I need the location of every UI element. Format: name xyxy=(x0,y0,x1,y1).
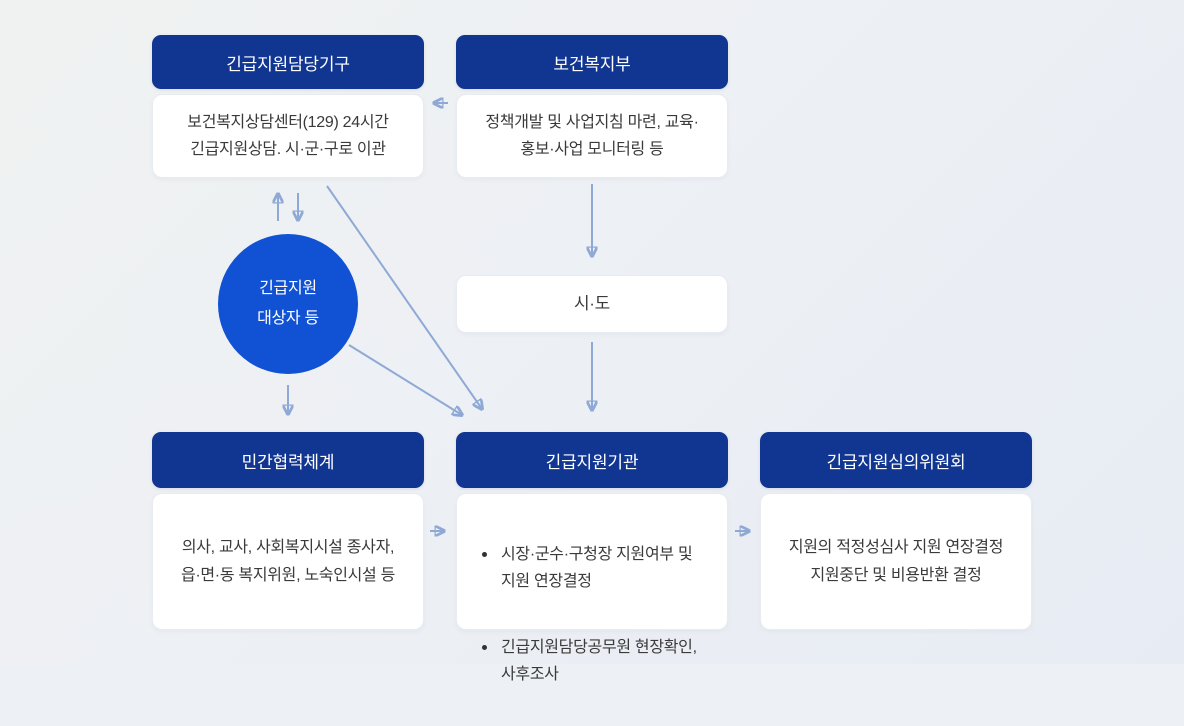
ministry-header: 보건복지부 xyxy=(456,35,728,89)
bullet-item: 긴급지원담당공무원 현장확인, 사후조사 xyxy=(475,634,713,688)
support-target-circle: 긴급지원 대상자 등 xyxy=(218,234,358,374)
support-organization-header: 긴급지원기관 xyxy=(456,432,728,488)
bullet-item: 시장·군수·구청장 지원여부 및 지원 연장결정 xyxy=(475,541,713,595)
support-organization-description-box: 시장·군수·구청장 지원여부 및 지원 연장결정 긴급지원담당공무원 현장확인,… xyxy=(456,493,728,683)
ministry-description-box: 정책개발 및 사업지침 마련, 교육· 홍보·사업 모니터링 등 xyxy=(456,94,728,178)
arrow-circle-to-org-diagonal-icon xyxy=(348,344,462,415)
support-organization-bullet-list: 시장·군수·구청장 지원여부 및 지원 연장결정 긴급지원담당공무원 현장확인,… xyxy=(475,514,713,726)
private-cooperation-header: 민간협력체계 xyxy=(152,432,424,488)
review-committee-description-box: 지원의 적정성심사 지원 연장결정 지원중단 및 비용반환 결정 xyxy=(760,493,1032,630)
review-committee-header: 긴급지원심의위원회 xyxy=(760,432,1032,488)
agency-description-box: 보건복지상담센터(129) 24시간 긴급지원상담. 시·군·구로 이관 xyxy=(152,94,424,178)
emergency-support-flow-diagram: 긴급지원담당기구 보건복지상담센터(129) 24시간 긴급지원상담. 시·군·… xyxy=(0,0,1184,683)
sido-box: 시·도 xyxy=(456,275,728,333)
private-cooperation-description-box: 의사, 교사, 사회복지시설 종사자, 읍·면·동 복지위원, 노숙인시설 등 xyxy=(152,493,424,630)
agency-header: 긴급지원담당기구 xyxy=(152,35,424,89)
